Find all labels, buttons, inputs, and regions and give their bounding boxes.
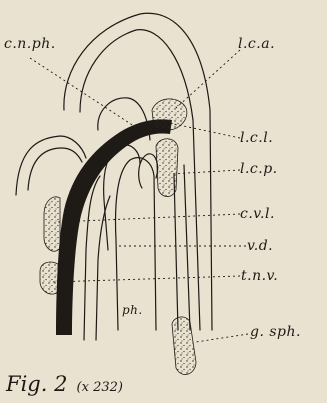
cell-mass-cvl [44,197,60,251]
cell-mass-lca [152,99,187,130]
label-gsph: g. sph. [250,324,301,340]
label-lca: l.c.a. [238,36,275,52]
label-vd: v.d. [247,238,273,254]
label-lcl: l.c.l. [240,130,273,146]
cell-mass-tnv [40,262,58,294]
label-lcp: l.c.p. [240,161,278,177]
label-ph: ph. [122,303,143,317]
label-cvl: c.v.l. [240,206,275,222]
caption-magnification: (x 232) [77,380,123,395]
label-tnv: t.n.v. [241,268,278,284]
cell-mass-lcl [156,139,178,197]
caption-figure-number: Fig. 2 [6,372,67,396]
label-cnph: c.n.ph. [4,36,56,52]
cell-mass-gsph [172,317,196,375]
figure-caption: Fig. 2 (x 232) [6,372,123,396]
